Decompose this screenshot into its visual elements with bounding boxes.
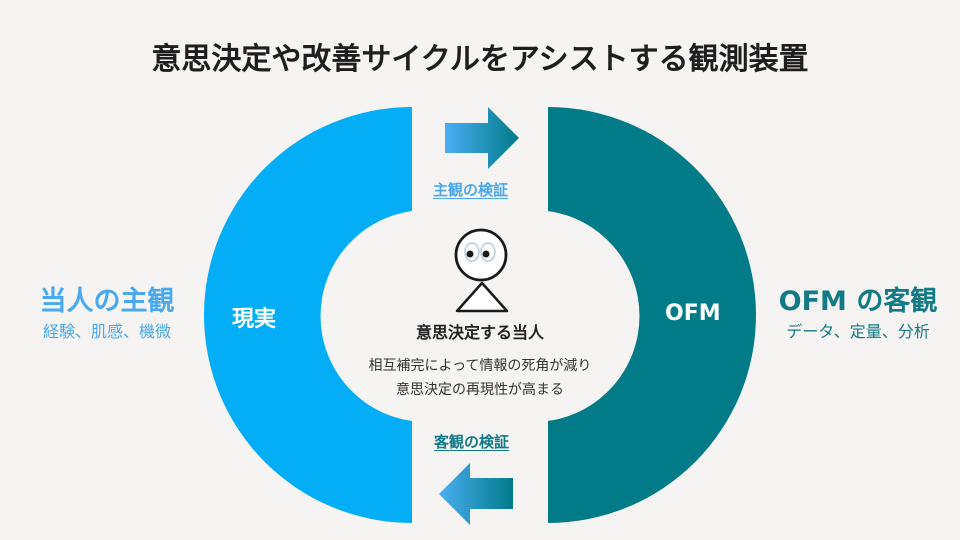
right-ofm-arc [548, 107, 756, 523]
description-line-2: 意思決定の再現性が高まる [396, 382, 564, 398]
subjective-verification-link[interactable]: 主観の検証 [433, 181, 509, 199]
decision-maker-title: 意思決定する当人 [415, 323, 544, 342]
description-line-1: 相互補完によって情報の死角が減り [368, 358, 592, 374]
objective-subtext: データ、定量、分析 [786, 322, 930, 341]
objective-label: OFM の客観 データ、定量、分析 [760, 285, 956, 343]
subjective-heading: 当人の主観 [39, 286, 175, 317]
subjective-label: 当人の主観 経験、肌感、機微 [14, 285, 200, 343]
decision-maker-description: 相互補完によって情報の死角が減り 意思決定の再現性が高まる [320, 354, 640, 402]
left-reality-arc [204, 107, 412, 523]
arrow-right-icon [445, 107, 519, 169]
subjective-subtext: 経験、肌感、機微 [42, 322, 171, 341]
person-with-eyes-icon [454, 228, 509, 313]
arrow-left-icon [439, 463, 513, 525]
reality-arc-label: 現実 [232, 307, 277, 332]
ofm-arc-label: OFM [665, 301, 721, 326]
page-title: 意思決定や改善サイクルをアシストする観測装置 [151, 42, 809, 77]
objective-verification-link[interactable]: 客観の検証 [434, 433, 510, 451]
objective-heading: OFM の客観 [778, 286, 938, 317]
